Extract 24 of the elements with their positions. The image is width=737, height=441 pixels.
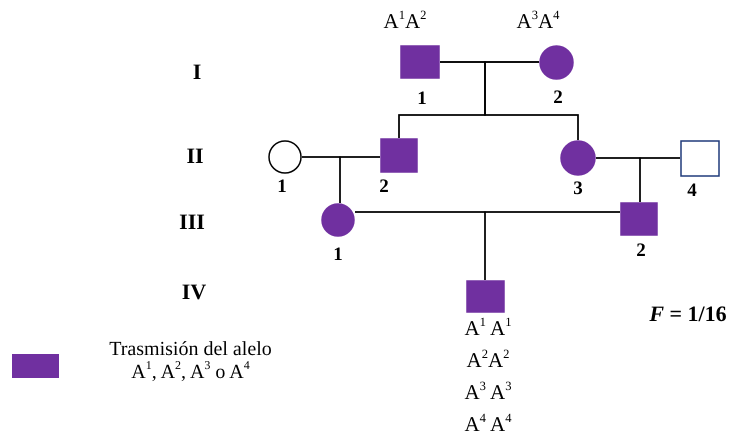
individual-number: 1: [277, 177, 287, 196]
pedigree-line: [484, 61, 579, 140]
pedigree-line: [639, 157, 680, 202]
generation-label: II: [186, 143, 204, 169]
legend-text: Trasmisión del alelo A$^{1}$, A$^{2}$, A$^{3}$ o A$^{4}$: [108, 338, 273, 384]
individual-number: 2: [636, 241, 646, 260]
pedigree-line: [484, 211, 620, 280]
individual-number: 1: [417, 89, 427, 108]
genotype-label: A$^{1}$ A$^{1}$: [464, 318, 512, 339]
individual-number: 3: [573, 179, 583, 198]
individual-number: 4: [687, 181, 697, 200]
generation-label: I: [192, 59, 202, 85]
genotype-label: A$^{4}$ A$^{4}$: [464, 414, 512, 435]
generation-label: III: [179, 209, 205, 235]
genotype-label: A$^{3}$ A$^{3}$: [464, 382, 512, 403]
generation-label: IV: [182, 279, 206, 305]
individual-number: 2: [379, 177, 389, 196]
genotype-label: A$^{1}$A$^{2}$: [384, 11, 426, 32]
genotype-label: A$^{2}$A$^{2}$: [466, 350, 510, 371]
inbreeding-coefficient: F = 1/16: [649, 301, 727, 327]
individual-number: 1: [333, 245, 343, 264]
genotype-label: A$^{3}$A$^{4}$: [516, 11, 560, 32]
individual-number: 2: [553, 88, 563, 107]
pedigree-line: [339, 156, 380, 203]
